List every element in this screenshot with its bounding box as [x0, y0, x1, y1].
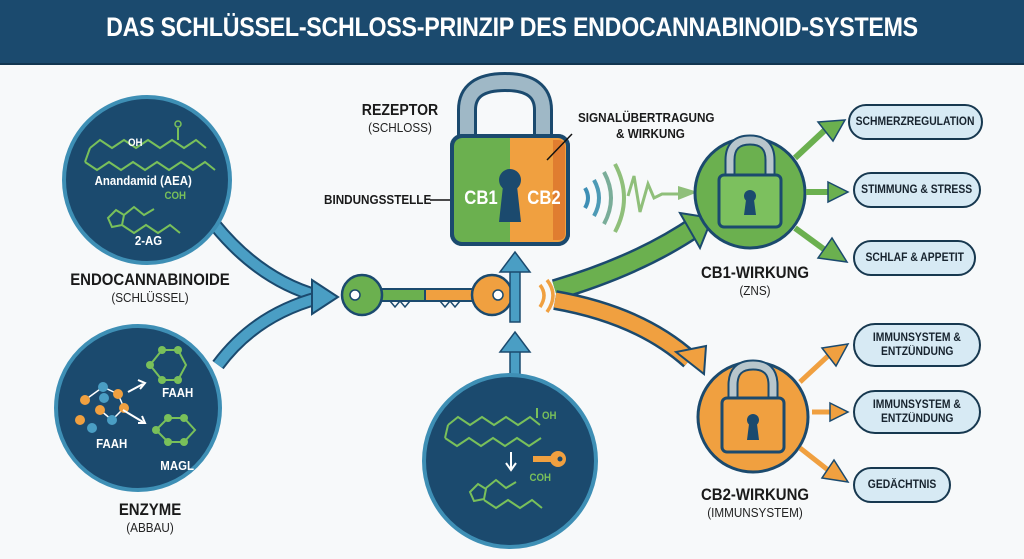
cb1-lock-label: CB1 — [464, 188, 498, 209]
bottom-oh-label: OH — [541, 410, 557, 422]
page-title: DAS SCHLÜSSEL-SCHLOSS-PRINZIP DES ENDOCA… — [106, 12, 918, 42]
outcome-label-line2: ENTZÜNDUNG — [880, 413, 954, 425]
diagram-canvas — [54, 71, 850, 549]
endocannabinoid-subtitle: (SCHLÜSSEL) — [111, 290, 189, 305]
small-key-icon — [533, 451, 566, 467]
endocannabinoid-circle — [62, 95, 232, 265]
coh-label: COH — [164, 190, 186, 202]
magl-label: MAGL — [160, 458, 194, 473]
outcome-immune-2: IMMUNSYSTEM & ENTZÜNDUNG — [853, 390, 981, 434]
enzyme-caption: ENZYME (ABBAU) — [50, 500, 250, 535]
signal-waves-key — [538, 278, 555, 314]
signal-waves-icon — [583, 163, 698, 233]
bottom-molecule-circle — [422, 373, 598, 549]
enzyme-subtitle: (ABBAU) — [126, 520, 174, 535]
outcome-label-line1: IMMUNSYSTEM & — [873, 332, 961, 344]
oh-label: OH — [127, 137, 143, 149]
cb1-caption: CB1-WIRKUNG (ZNS) — [690, 263, 820, 298]
signal-label-line1: SIGNALÜBERTRAGUNG — [578, 110, 715, 125]
arrow-to-cb2 — [553, 290, 708, 376]
signal-label-line2: & WIRKUNG — [616, 126, 685, 141]
outcome-mood-stress: STIMMUNG & STRESS — [853, 172, 981, 208]
cb2-subtitle: (IMMUNSYSTEM) — [707, 505, 803, 520]
outcome-sleep-appetite: SCHLAF & APPETIT — [853, 240, 976, 276]
receptor-lock-icon — [430, 71, 573, 246]
outcome-pain-regulation: SCHMERZREGULATION — [848, 104, 983, 140]
receptor-title: REZEPTOR — [361, 102, 439, 119]
cb2-caption: CB2-WIRKUNG (IMMUNSYSTEM) — [685, 485, 825, 520]
binding-site-label: BINDUNGSSTELLE — [324, 192, 432, 207]
endocannabinoid-caption: ENDOCANNABINOIDE (SCHLÜSSEL) — [50, 270, 250, 305]
2ag-label: 2-AG — [134, 233, 163, 248]
receptor-subtitle: (SCHLOSS) — [368, 120, 432, 135]
cb1-title: CB1-WIRKUNG — [700, 263, 810, 282]
outcome-memory: GEDÄCHTNIS — [853, 467, 951, 503]
outcome-label: SCHLAF & APPETIT — [865, 252, 964, 264]
cb2-lock-circle — [696, 359, 810, 474]
outcome-label-line1: IMMUNSYSTEM & — [873, 399, 961, 411]
header-banner: DAS SCHLÜSSEL-SCHLOSS-PRINZIP DES ENDOCA… — [0, 0, 1024, 65]
cb1-lock-circle — [693, 134, 807, 250]
outcome-immune-1: IMMUNSYSTEM & ENTZÜNDUNG — [853, 323, 981, 367]
cb1-subtitle: (ZNS) — [739, 283, 771, 298]
receptor-caption: REZEPTOR (SCHLOSS) — [355, 102, 445, 135]
cb1-outcome-arrows — [792, 119, 850, 263]
anandamide-label: Anandamid (AEA) — [94, 173, 192, 188]
cb2-outcome-arrows — [798, 343, 850, 483]
outcome-label: GEDÄCHTNIS — [867, 479, 937, 491]
arrow-key-to-receptor — [498, 250, 532, 323]
arrow-endocannabinoids-to-key — [209, 220, 320, 303]
enzyme-title: ENZYME — [118, 500, 182, 519]
bottom-coh-label: COH — [529, 472, 551, 484]
arrow-enzymes-to-key — [212, 278, 340, 370]
faah-left-label: FAAH — [96, 436, 128, 451]
outcome-label: STIMMUNG & STRESS — [861, 184, 973, 196]
enzyme-circle — [54, 324, 222, 492]
key-icon — [340, 273, 514, 317]
outcome-label: SCHMERZREGULATION — [856, 116, 975, 128]
endocannabinoid-title: ENDOCANNABINOIDE — [70, 270, 230, 289]
faah-right-label: FAAH — [162, 385, 194, 400]
outcome-label-line2: ENTZÜNDUNG — [880, 346, 954, 358]
cb2-lock-label: CB2 — [527, 188, 561, 209]
arrow-to-cb1 — [551, 211, 714, 301]
cb2-title: CB2-WIRKUNG — [700, 485, 810, 504]
